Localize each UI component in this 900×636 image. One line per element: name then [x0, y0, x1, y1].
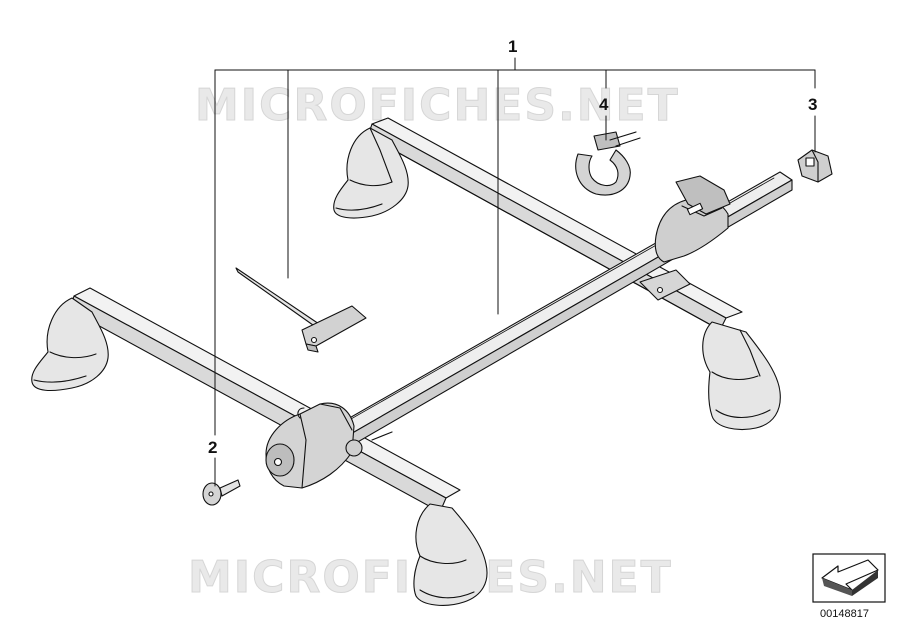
- wheel-holder: [654, 175, 731, 263]
- callout-1: 1: [508, 37, 518, 56]
- callout-2: 2: [208, 438, 218, 457]
- rear-right-foot: [702, 321, 781, 431]
- frame-holder: [265, 402, 393, 489]
- arrow-symbol-icon: [821, 559, 879, 591]
- rear-left-foot: [333, 127, 409, 219]
- diagram-number: 00148817: [820, 608, 869, 620]
- front-right-foot: [413, 503, 488, 606]
- callout-3: 3: [808, 95, 818, 114]
- watermark-top: MICROFICHES.NET: [195, 80, 680, 131]
- strap: [575, 131, 641, 196]
- callout-leaders: [214, 57, 816, 487]
- front-left-foot: [31, 297, 109, 392]
- clip: [797, 149, 833, 183]
- callout-4: 4: [599, 95, 609, 114]
- mounting-tool: [235, 267, 367, 353]
- key: [202, 479, 241, 506]
- corner-symbol: [812, 553, 886, 603]
